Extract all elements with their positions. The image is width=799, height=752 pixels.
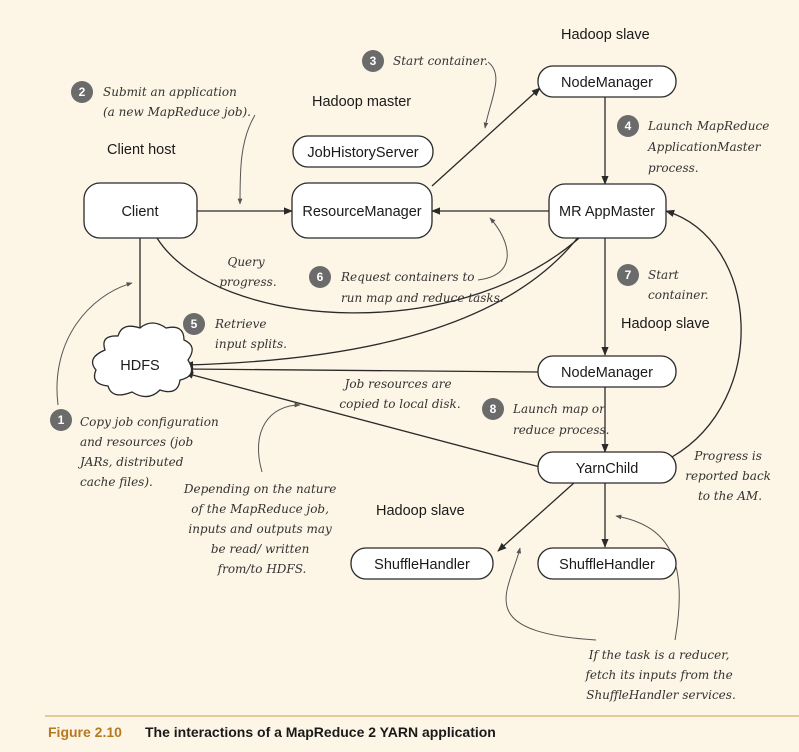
resource-manager-label: ResourceManager xyxy=(302,204,421,220)
pointer-step-1 xyxy=(56,282,133,406)
step-5-badge: 5 xyxy=(183,313,205,335)
svg-text:5: 5 xyxy=(191,317,198,331)
node-manager-top-label: NodeManager xyxy=(561,75,653,91)
job-resources-note: Job resources are copied to local disk. xyxy=(339,377,460,411)
client-label: Client xyxy=(121,204,158,220)
depending-note: Depending on the nature of the MapReduce… xyxy=(183,482,340,576)
arrow-am-to-hdfs xyxy=(184,227,586,369)
progress-reported-note: Progress is reported back to the AM. xyxy=(685,449,775,503)
pointer-depending xyxy=(257,402,301,473)
arrow-progress-to-am xyxy=(665,209,742,458)
shuffle-handler-right: ShuffleHandler xyxy=(537,547,677,580)
svg-text:3: 3 xyxy=(370,54,377,68)
step-1-badge: 1 xyxy=(50,409,72,431)
job-history-server-label: JobHistoryServer xyxy=(307,145,418,161)
resource-manager-node: ResourceManager xyxy=(291,182,433,239)
svg-text:4: 4 xyxy=(625,119,632,133)
label-hadoop-master: Hadoop master xyxy=(312,94,411,110)
svg-text:7: 7 xyxy=(625,268,632,282)
arrow-query-progress xyxy=(156,224,594,314)
mr-app-master-label: MR AppMaster xyxy=(559,204,655,220)
reducer-fetch-note: If the task is a reducer, fetch its inpu… xyxy=(584,648,736,702)
shuffle-handler-left: ShuffleHandler xyxy=(350,547,494,580)
shuffle-handler-right-label: ShuffleHandler xyxy=(559,557,655,573)
hdfs-label: HDFS xyxy=(120,358,159,374)
svg-text:2: 2 xyxy=(79,85,86,99)
query-progress-note: Query progress. xyxy=(219,255,276,289)
node-manager-mid-label: NodeManager xyxy=(561,365,653,381)
step-8-note: Launch map or reduce process. xyxy=(512,402,609,437)
yarn-child-label: YarnChild xyxy=(576,461,639,477)
step-8-badge: 8 xyxy=(482,398,504,420)
arrow-rm-to-nm xyxy=(431,87,541,187)
label-hadoop-slave-bottom: Hadoop slave xyxy=(376,503,465,519)
node-manager-top: NodeManager xyxy=(537,65,677,98)
job-history-server: JobHistoryServer xyxy=(292,135,434,168)
step-3-badge: 3 xyxy=(362,50,384,72)
hdfs-cloud: HDFS xyxy=(91,322,193,398)
svg-text:1: 1 xyxy=(58,413,65,427)
figure-number: Figure 2.10 xyxy=(48,724,122,740)
step-6-badge: 6 xyxy=(309,266,331,288)
step-1-note: Copy job configuration and resources (jo… xyxy=(77,415,223,489)
pointer-step-3 xyxy=(483,61,497,129)
client-node: Client xyxy=(83,182,198,239)
arrow-yarnchild-to-hdfs xyxy=(184,371,541,468)
step-2-badge: 2 xyxy=(71,81,93,103)
step-7-note: Start container. xyxy=(648,268,709,302)
arrow-nm-to-hdfs xyxy=(184,365,541,373)
step-2-note: Submit an application (a new MapReduce j… xyxy=(103,85,251,119)
step-5-note: Retrieve input splits. xyxy=(214,317,287,351)
svg-text:8: 8 xyxy=(490,402,497,416)
yarn-child-node: YarnChild xyxy=(537,451,677,484)
step-4-badge: 4 xyxy=(617,115,639,137)
shuffle-handler-left-label: ShuffleHandler xyxy=(374,557,470,573)
label-client-host: Client host xyxy=(107,142,176,158)
svg-text:6: 6 xyxy=(317,270,324,284)
step-6-note: Request containers to run map and reduce… xyxy=(340,270,504,305)
figure-caption: The interactions of a MapReduce 2 YARN a… xyxy=(145,724,496,740)
mr-app-master-node: MR AppMaster xyxy=(548,183,667,239)
pointer-step-6 xyxy=(477,217,508,281)
node-manager-mid: NodeManager xyxy=(537,355,677,388)
step-3-note: Start container. xyxy=(393,54,488,68)
step-4-note: Launch MapReduce ApplicationMaster proce… xyxy=(647,119,773,175)
step-7-badge: 7 xyxy=(617,264,639,286)
pointer-reducer-right xyxy=(615,514,680,641)
arrow-yarnchild-to-shuffle-left xyxy=(497,481,576,552)
label-hadoop-slave-top: Hadoop slave xyxy=(561,27,650,43)
pointer-reducer-left xyxy=(505,547,597,641)
pointer-step-2 xyxy=(237,114,256,205)
label-hadoop-slave-mid: Hadoop slave xyxy=(621,316,710,332)
